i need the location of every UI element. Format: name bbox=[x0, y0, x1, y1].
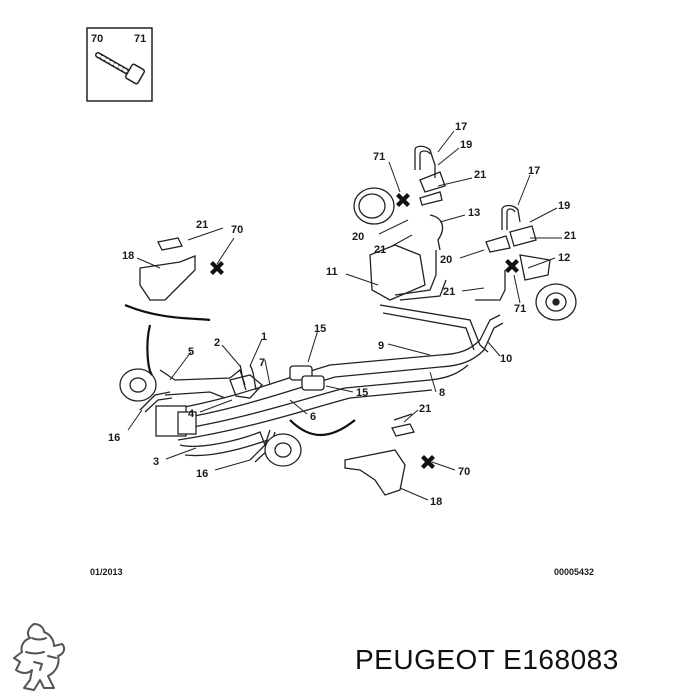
bolt-markers bbox=[210, 193, 519, 469]
callout-8: 8 bbox=[439, 387, 445, 399]
callout-2: 2 bbox=[214, 337, 220, 349]
front-right-hub bbox=[264, 433, 302, 467]
callout-1: 1 bbox=[261, 331, 267, 343]
callout-20-rear-right: 20 bbox=[440, 254, 452, 266]
callout-13: 13 bbox=[468, 207, 480, 219]
brake-pipes bbox=[139, 145, 551, 496]
callout-21-rear-right-lower: 21 bbox=[443, 286, 455, 298]
bolt-inset: 70 71 bbox=[86, 27, 153, 102]
callout-21-rear-right: 21 bbox=[564, 230, 576, 242]
callout-12: 12 bbox=[558, 252, 570, 264]
diagram-reference: 00005432 bbox=[554, 567, 595, 577]
callout-10: 10 bbox=[500, 353, 512, 365]
callout-18-front-left: 18 bbox=[122, 250, 134, 262]
callout-16-left: 16 bbox=[108, 432, 120, 444]
callout-4: 4 bbox=[188, 408, 195, 420]
cross-marker-icon bbox=[505, 259, 519, 273]
inset-label-71: 71 bbox=[134, 33, 146, 45]
peugeot-lion-logo bbox=[13, 623, 66, 691]
callout-71-rear-left: 71 bbox=[373, 151, 385, 163]
callout-5: 5 bbox=[188, 346, 194, 358]
callout-20-rear-left: 20 bbox=[352, 231, 364, 243]
callout-7: 7 bbox=[259, 357, 265, 369]
callout-16-right: 16 bbox=[196, 468, 208, 480]
callout-15-upper: 15 bbox=[314, 323, 326, 335]
detail-arcs bbox=[124, 303, 356, 436]
rear-right-disc bbox=[535, 283, 577, 321]
callout-19-rear-left: 19 bbox=[460, 139, 472, 151]
callout-21-rear-left: 21 bbox=[474, 169, 486, 181]
callout-17-rear-right: 17 bbox=[528, 165, 540, 177]
diagram-date: 01/2013 bbox=[90, 567, 123, 577]
bolt-icon bbox=[95, 52, 146, 85]
callout-17-rear-left: 17 bbox=[455, 121, 467, 133]
callout-labels: 17 19 71 21 13 17 19 20 21 21 12 20 21 7… bbox=[108, 121, 576, 508]
callout-6: 6 bbox=[310, 411, 316, 423]
callout-3: 3 bbox=[153, 456, 159, 468]
leader-lines bbox=[127, 130, 562, 501]
cross-marker-icon bbox=[210, 261, 224, 275]
callout-21-rear-left-lower: 21 bbox=[374, 244, 386, 256]
cross-marker-icon bbox=[396, 193, 410, 207]
callout-21-front-left-bracket: 21 bbox=[196, 219, 208, 231]
callout-11: 11 bbox=[326, 266, 338, 278]
callout-9: 9 bbox=[378, 340, 384, 352]
callout-70-front-left: 70 bbox=[231, 224, 243, 236]
callout-71-rear-right: 71 bbox=[514, 303, 526, 315]
callout-19-rear-right: 19 bbox=[558, 200, 570, 212]
callout-15-lower: 15 bbox=[356, 387, 368, 399]
front-left-hub bbox=[119, 368, 157, 402]
callout-18-front-right: 18 bbox=[430, 496, 442, 508]
rear-left-drum bbox=[353, 187, 395, 225]
callout-70-front-right: 70 bbox=[458, 466, 470, 478]
inset-label-70: 70 bbox=[91, 33, 103, 45]
part-title: PEUGEOT E168083 bbox=[355, 644, 619, 675]
callout-21-front-right: 21 bbox=[419, 403, 431, 415]
cross-marker-icon bbox=[421, 455, 435, 469]
